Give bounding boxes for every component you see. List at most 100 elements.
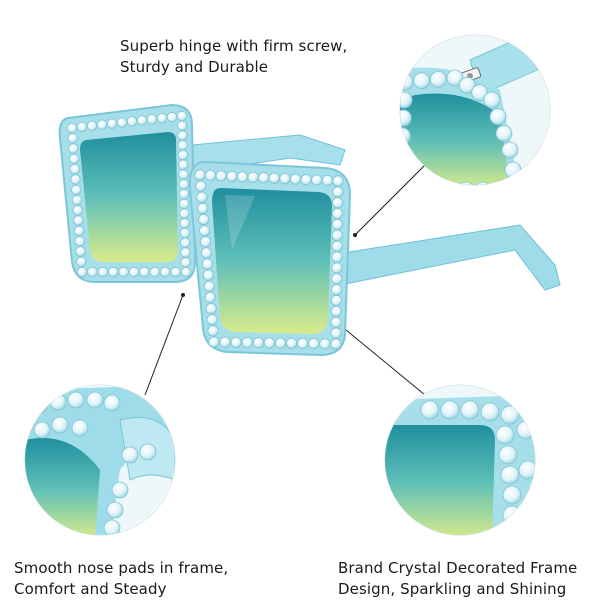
rhinestone (483, 91, 501, 109)
rhinestone (500, 465, 520, 485)
caption-nose-pads: Smooth nose pads in frame, Comfort and S… (14, 558, 228, 600)
rhinestone (126, 116, 138, 127)
inset-hinge-detail (399, 34, 551, 186)
rhinestone (457, 181, 475, 185)
rhinestone (96, 119, 108, 130)
rhinestone (330, 316, 342, 328)
rhinestone (518, 460, 535, 480)
rhinestone (400, 145, 411, 163)
rhinestone (73, 225, 85, 237)
rhinestone (279, 173, 291, 185)
rhinestone (178, 159, 189, 170)
rhinestone (289, 173, 302, 185)
rhinestone (204, 291, 216, 304)
rhinestone (74, 235, 86, 247)
rhinestone (66, 122, 78, 134)
rhinestone (33, 421, 51, 439)
rhinestone (400, 91, 413, 109)
caption-crystal: Brand Crystal Decorated Frame Design, Sp… (338, 558, 577, 600)
rhinestone (121, 446, 139, 464)
rhinestone (196, 191, 208, 203)
rhinestone (199, 225, 211, 237)
rhinestone (429, 70, 447, 88)
rhinestone (400, 163, 410, 181)
rhinestone (200, 236, 212, 248)
rhinestone (72, 205, 83, 216)
rhinestone (76, 256, 87, 267)
rhinestone (97, 266, 109, 278)
rhinestone (319, 338, 331, 350)
rhinestone (502, 505, 522, 525)
rhinestone (178, 169, 189, 180)
rhinestone (330, 294, 343, 307)
rhinestone (331, 218, 344, 231)
rhinestone (111, 481, 129, 499)
rhinestone (330, 305, 342, 317)
rhinestone (286, 337, 298, 349)
rhinestone (268, 172, 280, 184)
caption-nose-pads-line-1: Smooth nose pads in frame, (14, 559, 229, 577)
rhinestone (177, 130, 188, 141)
rhinestone (471, 84, 489, 102)
rhinestone (331, 251, 343, 263)
rhinestone (71, 194, 83, 206)
rhinestone (180, 257, 191, 268)
rhinestone (176, 110, 188, 122)
rhinestone (297, 337, 309, 350)
rhinestone (236, 171, 249, 183)
rhinestone (107, 266, 119, 278)
rhinestone (68, 153, 80, 165)
rhinestone (69, 163, 81, 175)
rhinestone (180, 266, 192, 278)
rhinestone (166, 111, 178, 123)
rhinestone (146, 114, 158, 125)
caption-crystal-line-1: Brand Crystal Decorated Frame (338, 559, 578, 577)
rhinestone (200, 247, 213, 259)
rhinestone (308, 338, 320, 350)
rhinestone (103, 394, 121, 412)
rhinestone (331, 208, 344, 220)
rhinestone (207, 325, 219, 337)
rhinestone (149, 266, 161, 278)
rhinestone (332, 175, 344, 187)
rhinestone (226, 170, 238, 182)
rhinestone (208, 336, 220, 348)
rhinestone (203, 280, 215, 292)
rhinestone (252, 337, 264, 349)
rhinestone (75, 246, 86, 257)
rhinestone (331, 273, 343, 285)
rhinestone (332, 186, 344, 198)
rhinestone (179, 227, 191, 239)
rhinestone (321, 174, 333, 187)
rhinestone (446, 69, 464, 87)
rhinestone (159, 266, 171, 278)
caption-crystal-line-2: Design, Sparkling and Shining (338, 580, 567, 598)
rhinestone (205, 169, 217, 182)
rhinestone (331, 262, 343, 274)
rhinestone (215, 170, 227, 182)
rhinestone (139, 443, 157, 461)
rhinestone (76, 121, 88, 133)
rhinestone (474, 181, 492, 185)
rhinestone (489, 108, 507, 126)
rhinestone (86, 391, 104, 409)
rhinestone (330, 327, 342, 339)
rhinestone (51, 416, 69, 434)
rhinestone (502, 485, 522, 505)
rhinestone (408, 181, 425, 185)
sunglasses-main (58, 103, 561, 357)
rhinestone (197, 202, 209, 214)
rhinestone (170, 266, 181, 278)
rhinestone (504, 161, 522, 179)
rhinestone (179, 208, 190, 219)
rhinestone (198, 213, 210, 226)
rhinestone (178, 188, 190, 200)
leader-line-crystal (339, 324, 426, 396)
rhinestone (400, 109, 412, 127)
rhinestone (331, 240, 343, 252)
rhinestone (106, 118, 118, 129)
rhinestone (331, 229, 343, 241)
rhinestone (332, 197, 344, 209)
caption-nose-pads-line-2: Comfort and Steady (14, 580, 167, 598)
